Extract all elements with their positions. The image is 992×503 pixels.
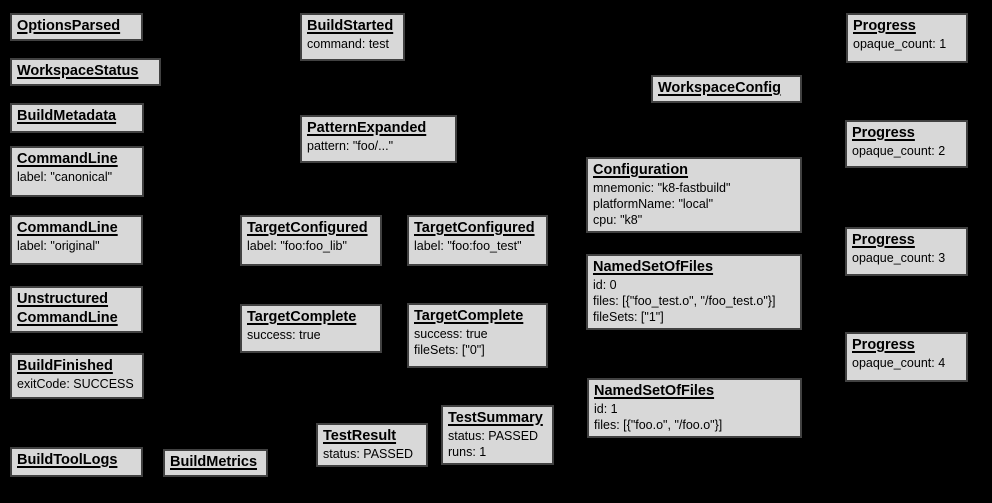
node-detail: cpu: "k8" bbox=[593, 213, 643, 227]
node-detail: label: "original" bbox=[17, 239, 100, 253]
node-title: TestSummary bbox=[448, 410, 543, 426]
node-detail: opaque_count: 3 bbox=[852, 251, 946, 265]
node-detail: label: "foo:foo_test" bbox=[414, 239, 522, 253]
node-title: PatternExpanded bbox=[307, 120, 427, 136]
node-title: BuildToolLogs bbox=[17, 452, 118, 468]
node-detail: success: true bbox=[247, 328, 321, 342]
node-title: TestResult bbox=[323, 428, 397, 444]
node-named-set-of-files-1: NamedSetOfFiles id: 1 files: [{"foo.o", … bbox=[587, 378, 802, 438]
node-detail: status: PASSED bbox=[323, 447, 414, 461]
node-title: TargetComplete bbox=[247, 309, 357, 325]
node-target-configured-foo-test: TargetConfigured label: "foo:foo_test" bbox=[407, 215, 548, 266]
node-title: TargetConfigured bbox=[247, 220, 368, 236]
node-title: BuildMetrics bbox=[170, 454, 258, 470]
node-command-line-canonical: CommandLine label: "canonical" bbox=[10, 146, 144, 197]
node-title: TargetConfigured bbox=[414, 220, 535, 236]
node-title: TargetComplete bbox=[414, 308, 524, 324]
node-detail: opaque_count: 1 bbox=[853, 37, 947, 51]
node-build-started: BuildStarted command: test bbox=[300, 13, 405, 61]
node-detail: fileSets: ["0"] bbox=[414, 343, 485, 357]
node-title: CommandLine bbox=[17, 220, 118, 236]
node-detail: fileSets: ["1"] bbox=[593, 310, 664, 324]
node-detail: runs: 1 bbox=[448, 445, 487, 459]
node-target-complete-foo-lib: TargetComplete success: true bbox=[240, 304, 382, 353]
node-pattern-expanded: PatternExpanded pattern: "foo/..." bbox=[300, 115, 457, 163]
node-workspace-config: WorkspaceConfig bbox=[651, 75, 802, 103]
node-title: Configuration bbox=[593, 162, 689, 178]
node-title: BuildFinished bbox=[17, 358, 113, 374]
node-title: WorkspaceConfig bbox=[658, 80, 782, 96]
node-detail: label: "foo:foo_lib" bbox=[247, 239, 347, 253]
node-detail: id: 0 bbox=[593, 278, 617, 292]
node-test-result: TestResult status: PASSED bbox=[316, 423, 428, 467]
node-configuration: Configuration mnemonic: "k8-fastbuild" p… bbox=[586, 157, 802, 233]
node-detail: platformName: "local" bbox=[593, 197, 714, 211]
node-title: NamedSetOfFiles bbox=[593, 259, 714, 275]
node-detail: label: "canonical" bbox=[17, 170, 113, 184]
node-title: BuildMetadata bbox=[17, 108, 117, 124]
node-build-metadata: BuildMetadata bbox=[10, 103, 144, 133]
node-title: CommandLine bbox=[17, 151, 118, 167]
node-title: Progress bbox=[853, 18, 916, 34]
node-title: NamedSetOfFiles bbox=[594, 383, 715, 399]
node-detail: files: [{"foo_test.o", "/foo_test.o"}] bbox=[593, 294, 776, 308]
node-target-complete-foo-test: TargetComplete success: true fileSets: [… bbox=[407, 303, 548, 368]
node-title: OptionsParsed bbox=[17, 18, 121, 34]
node-detail: opaque_count: 2 bbox=[852, 144, 946, 158]
node-title: WorkspaceStatus bbox=[17, 63, 139, 79]
node-detail: command: test bbox=[307, 37, 389, 51]
node-progress-4: Progress opaque_count: 4 bbox=[845, 332, 968, 382]
node-detail: files: [{"foo.o", "/foo.o"}] bbox=[594, 418, 723, 432]
node-options-parsed: OptionsParsed bbox=[10, 13, 143, 41]
node-progress-3: Progress opaque_count: 3 bbox=[845, 227, 968, 276]
node-detail: opaque_count: 4 bbox=[852, 356, 946, 370]
node-detail: pattern: "foo/..." bbox=[307, 139, 394, 153]
node-detail: id: 1 bbox=[594, 402, 618, 416]
node-progress-2: Progress opaque_count: 2 bbox=[845, 120, 968, 168]
node-detail: status: PASSED bbox=[448, 429, 539, 443]
node-named-set-of-files-0: NamedSetOfFiles id: 0 files: [{"foo_test… bbox=[586, 254, 802, 330]
node-detail: success: true bbox=[414, 327, 488, 341]
node-command-line-original: CommandLine label: "original" bbox=[10, 215, 143, 265]
node-build-tool-logs: BuildToolLogs bbox=[10, 447, 143, 477]
node-title: Progress bbox=[852, 337, 915, 353]
node-build-finished: BuildFinished exitCode: SUCCESS bbox=[10, 353, 144, 399]
node-test-summary: TestSummary status: PASSED runs: 1 bbox=[441, 405, 554, 465]
node-progress-1: Progress opaque_count: 1 bbox=[846, 13, 968, 63]
node-title: BuildStarted bbox=[307, 18, 394, 34]
node-title: Progress bbox=[852, 125, 915, 141]
node-build-metrics: BuildMetrics bbox=[163, 449, 268, 477]
node-workspace-status: WorkspaceStatus bbox=[10, 58, 161, 86]
node-detail: mnemonic: "k8-fastbuild" bbox=[593, 181, 731, 195]
node-title: Unstructured CommandLine bbox=[17, 291, 118, 326]
node-detail: exitCode: SUCCESS bbox=[17, 377, 134, 391]
node-target-configured-foo-lib: TargetConfigured label: "foo:foo_lib" bbox=[240, 215, 382, 266]
node-unstructured-command-line: Unstructured CommandLine bbox=[10, 286, 143, 333]
node-title: Progress bbox=[852, 232, 915, 248]
